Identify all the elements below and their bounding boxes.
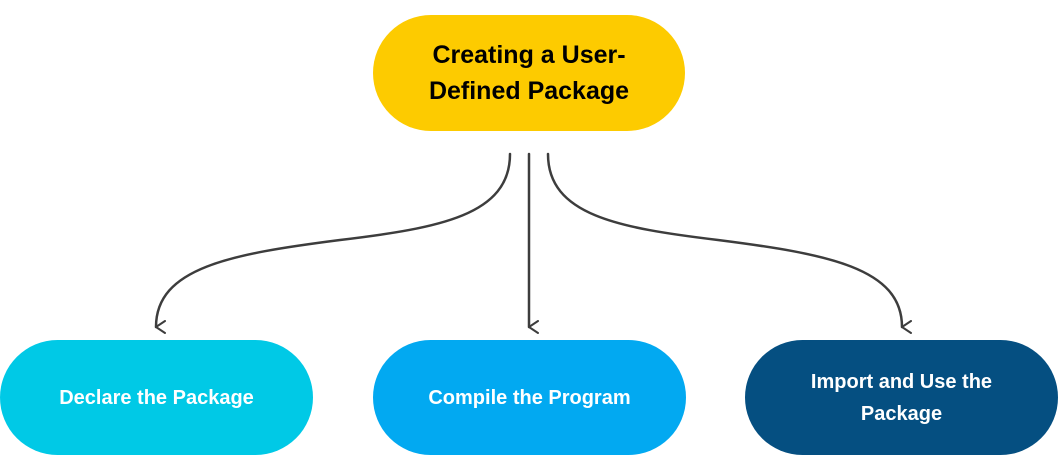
step-import-use-package-label: Import and Use the Package xyxy=(810,370,993,425)
connector-left xyxy=(154,152,512,335)
step-compile-program-label: Compile the Program xyxy=(428,386,631,409)
step-import-use-package: Import and Use the Package xyxy=(745,340,1058,455)
step-declare-package-label: Declare the Package xyxy=(59,386,254,409)
root-node-label: Creating a User-Defined Package xyxy=(428,41,630,105)
step-compile-program: Compile the Program xyxy=(373,340,686,455)
connector-right xyxy=(546,152,913,334)
root-node: Creating a User-Defined Package xyxy=(373,15,685,131)
step-declare-package: Declare the Package xyxy=(0,340,313,455)
